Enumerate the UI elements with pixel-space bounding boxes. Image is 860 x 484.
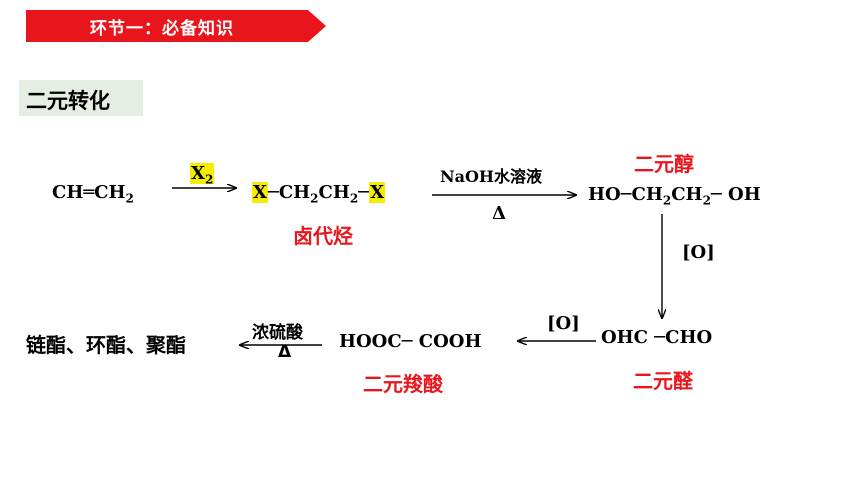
subsection-box (19, 80, 143, 116)
section-banner (26, 10, 326, 42)
arrow4-reagent: [O] (547, 313, 580, 334)
subsection-title: 二元转化 (26, 89, 110, 113)
halide-label: 卤代烃 (293, 224, 353, 248)
arrow5-condition: Δ (278, 342, 292, 362)
diacid-formula: HOOC─ COOH (339, 331, 482, 352)
arrow5-reagent: 浓硫酸 (252, 323, 303, 343)
dihalide-formula: X─CH2CH2─X (252, 182, 386, 206)
arrow2-condition: Δ (492, 203, 506, 224)
ethene-formula: CH═CH2 (52, 182, 134, 206)
banner-title: 环节一：必备知识 (90, 19, 234, 39)
diol-label: 二元醇 (634, 152, 694, 176)
dialdehyde-formula: OHC ─CHO (601, 327, 713, 348)
arrow2-reagent: NaOH水溶液 (440, 167, 543, 186)
arrow1-reagent: X2 (190, 163, 215, 187)
diacid-label: 二元羧酸 (363, 372, 443, 396)
esters-text: 链酯、环酯、聚酯 (26, 333, 186, 357)
diol-formula: HO─CH2CH2─ OH (588, 184, 761, 208)
dialdehyde-label: 二元醛 (633, 369, 693, 393)
arrow3-reagent: [O] (682, 242, 715, 263)
